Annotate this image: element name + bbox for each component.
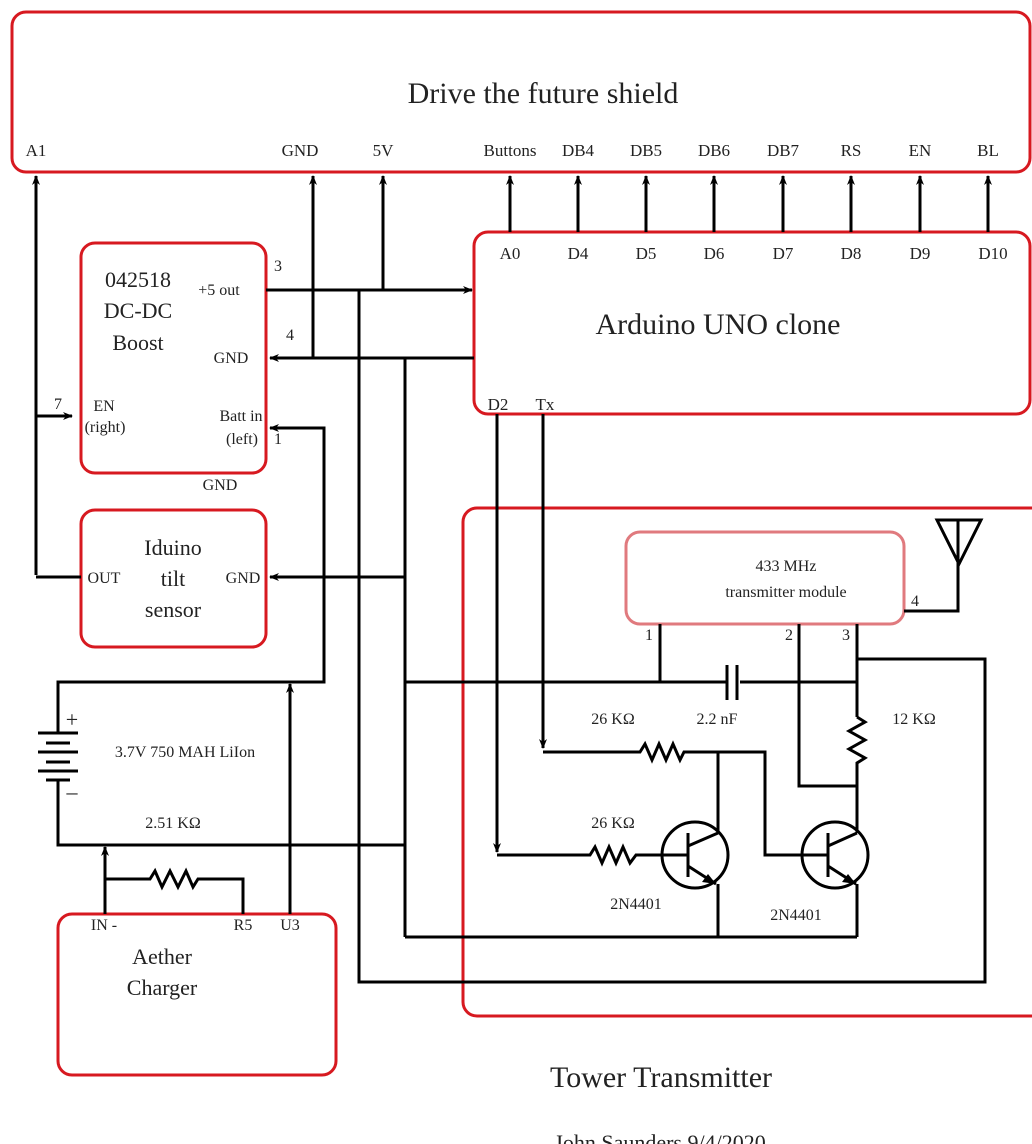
battery-plus: + (66, 707, 78, 732)
transmitter-circuit (493, 414, 984, 937)
charger-resistor-label: 2.51 KΩ (145, 815, 201, 832)
arduino-block (472, 230, 1032, 416)
boost-en-label-sub: (right) (85, 419, 126, 436)
boost-out-label: +5 out (198, 282, 240, 299)
shield-pin-label: DB6 (698, 141, 730, 160)
arduino-pin-label: D2 (488, 395, 509, 414)
capacitor-label: 2.2 nF (697, 711, 738, 728)
boost-pin-number: 4 (286, 327, 294, 344)
transmitter-module-block (624, 530, 906, 626)
charger-title-line2: Charger (127, 975, 198, 1000)
charger-pin-label: U3 (280, 917, 300, 934)
boost-pin-number: 1 (274, 431, 282, 448)
shield-pin-label: RS (841, 141, 862, 160)
arduino-pin-label: D10 (978, 244, 1007, 263)
transmitter-section (461, 506, 1032, 1018)
charger-pin-label: R5 (234, 917, 253, 934)
battery-icon (38, 722, 78, 790)
tilt-title-line1: Iduino (144, 535, 201, 560)
shield-pin-label: BL (977, 141, 999, 160)
charger-block (56, 912, 338, 1077)
boost-title-line2: DC-DC (104, 298, 172, 323)
boost-gnd-label: GND (214, 350, 249, 367)
arduino-pin-label: D8 (841, 244, 862, 263)
transistor-label: 2N4401 (610, 896, 662, 913)
capacitor-icon (720, 665, 739, 700)
transmitter-title-line1: 433 MHz (756, 558, 817, 575)
boost-pin-number: 7 (54, 396, 62, 413)
arduino-pin-label: D7 (773, 244, 794, 263)
shield-pin-wires (32, 175, 992, 575)
diagram-title: Tower Transmitter (550, 1061, 772, 1094)
shield-pin-label: EN (909, 141, 932, 160)
boost-batt-label: Batt in (219, 408, 262, 425)
battery-minus: – (66, 779, 79, 804)
boost-pin-number: 3 (274, 258, 282, 275)
resistor-label: 12 KΩ (892, 711, 936, 728)
arduino-pin-label: A0 (500, 244, 521, 263)
transmitter-pin-number: 1 (645, 627, 653, 644)
boost-bottom-gnd-label: GND (203, 477, 238, 494)
boost-block (79, 241, 268, 475)
shield-pin-label: 5V (373, 141, 395, 160)
charger-title-line1: Aether (132, 944, 193, 969)
power-wires (36, 286, 987, 984)
shield-block (10, 10, 1032, 174)
boost-title-line1: 042518 (105, 267, 171, 292)
arduino-pin-label: D4 (568, 244, 589, 263)
shield-pin-label: Buttons (484, 141, 537, 160)
arduino-title: Arduino UNO clone (596, 308, 841, 341)
tilt-out-label: OUT (88, 570, 121, 587)
transmitter-pin-number: 3 (842, 627, 850, 644)
shield-pin-label: A1 (26, 141, 47, 160)
shield-pin-label: DB7 (767, 141, 800, 160)
shield-title: Drive the future shield (408, 77, 679, 110)
author-line: John Saunders 9/4/2020 (554, 1130, 765, 1144)
arduino-pin-label: Tx (536, 395, 555, 414)
battery-label: 3.7V 750 MAH LiIon (115, 744, 255, 761)
transmitter-pin-number: 4 (911, 593, 919, 610)
arduino-pin-label: D5 (636, 244, 657, 263)
boost-en-label: EN (93, 398, 115, 415)
shield-pin-label: DB5 (630, 141, 662, 160)
charger-pin-label: IN - (91, 917, 117, 934)
transmitter-title-line2: transmitter module (725, 584, 846, 601)
boost-title-line3: Boost (112, 330, 163, 355)
boost-batt-label-sub: (left) (226, 431, 258, 448)
resistor-label: 26 KΩ (591, 815, 635, 832)
transmitter-pin-number: 2 (785, 627, 793, 644)
shield-pin-label: DB4 (562, 141, 595, 160)
tilt-gnd-label: GND (226, 570, 261, 587)
shield-pin-label: GND (282, 141, 319, 160)
arduino-pin-label: D9 (910, 244, 931, 263)
resistor-label: 26 KΩ (591, 711, 635, 728)
tilt-title-line2: tilt (161, 566, 185, 591)
tilt-title-line3: sensor (145, 597, 202, 622)
arduino-pin-label: D6 (704, 244, 725, 263)
transistor-label: 2N4401 (770, 907, 822, 924)
